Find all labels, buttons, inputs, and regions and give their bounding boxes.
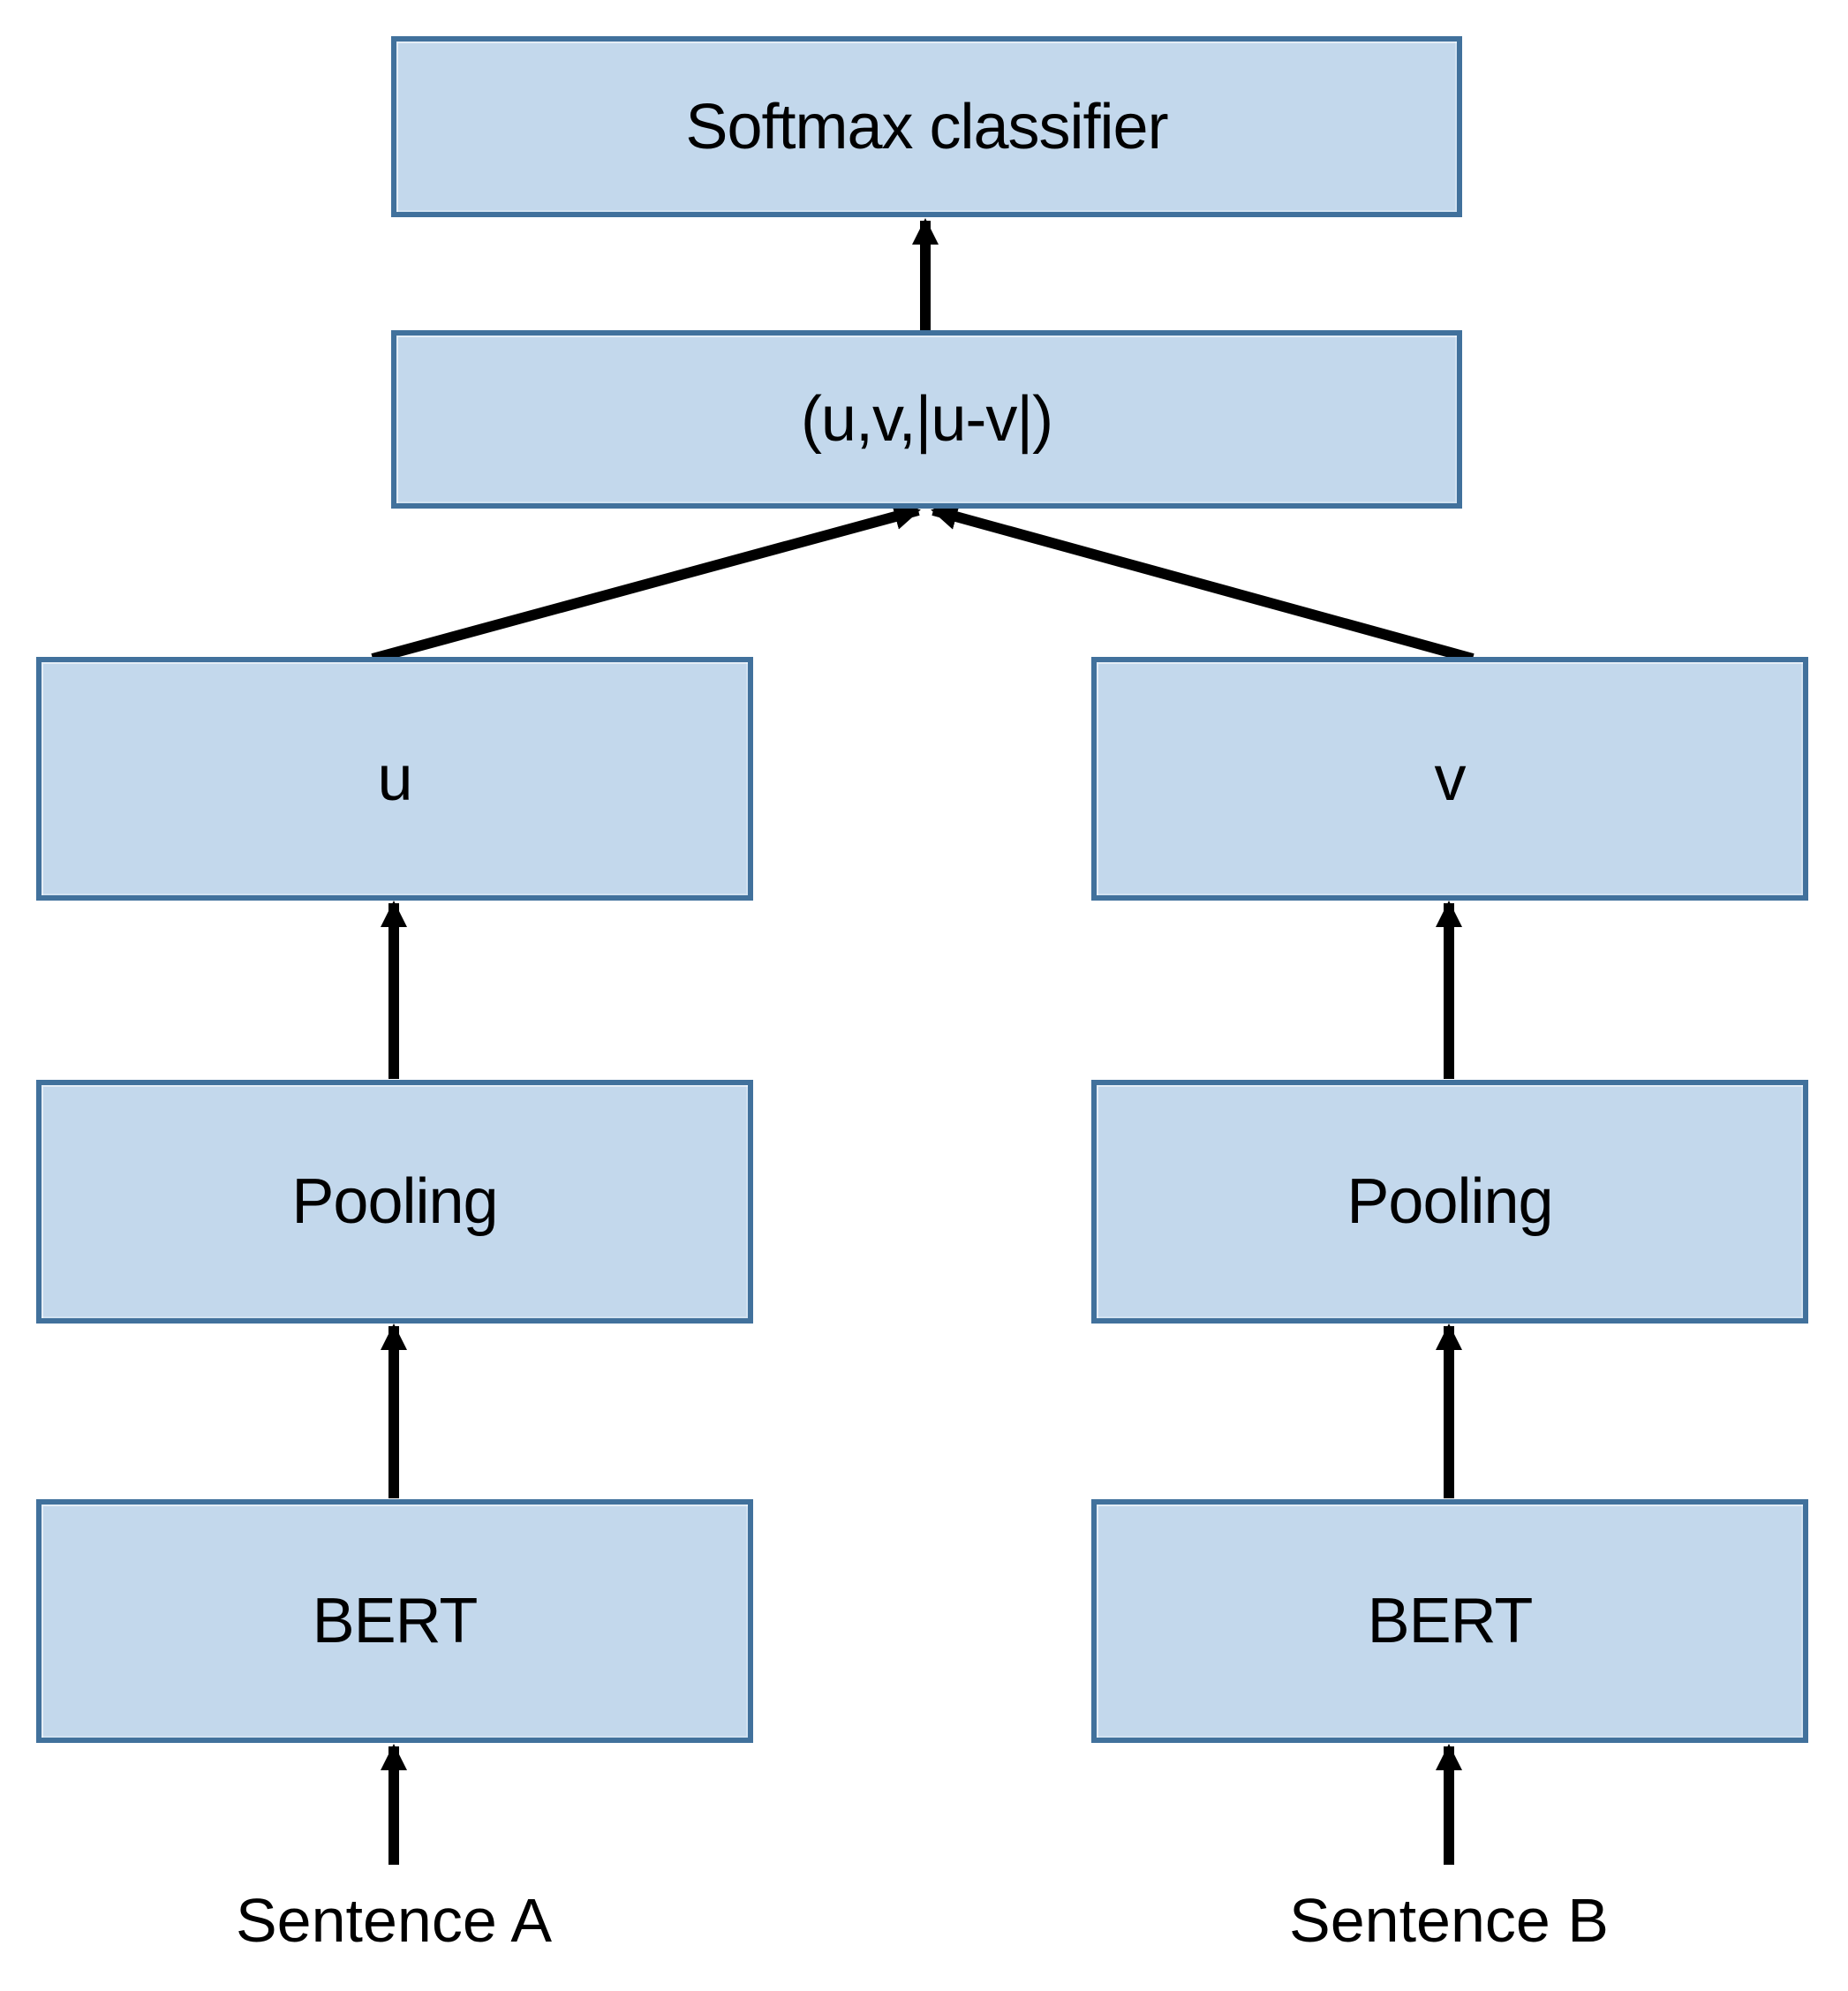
softmax-classifier-box: Softmax classifier (391, 36, 1462, 217)
v-embedding-label: v (1434, 743, 1467, 814)
bert-left-label: BERT (312, 1586, 479, 1656)
concat-vector-box: (u,v,|u-v|) (391, 330, 1462, 509)
bert-right-box: BERT (1091, 1499, 1808, 1743)
bert-left-box: BERT (36, 1499, 753, 1743)
softmax-classifier-label: Softmax classifier (685, 91, 1168, 162)
bert-right-label: BERT (1367, 1586, 1534, 1656)
arrow-v-to-concat (931, 503, 1475, 664)
sentence-a-label: Sentence A (235, 1886, 553, 1955)
v-embedding-box: v (1091, 657, 1808, 901)
pooling-right-label: Pooling (1346, 1166, 1553, 1237)
u-embedding-box: u (36, 657, 753, 901)
pooling-right-box: Pooling (1091, 1080, 1808, 1324)
arrow-u-to-concat (371, 503, 921, 664)
pooling-left-label: Pooling (291, 1166, 498, 1237)
concat-vector-label: (u,v,|u-v|) (800, 384, 1053, 455)
pooling-left-box: Pooling (36, 1080, 753, 1324)
sentence-b-label: Sentence B (1289, 1886, 1609, 1955)
u-embedding-label: u (377, 743, 412, 814)
